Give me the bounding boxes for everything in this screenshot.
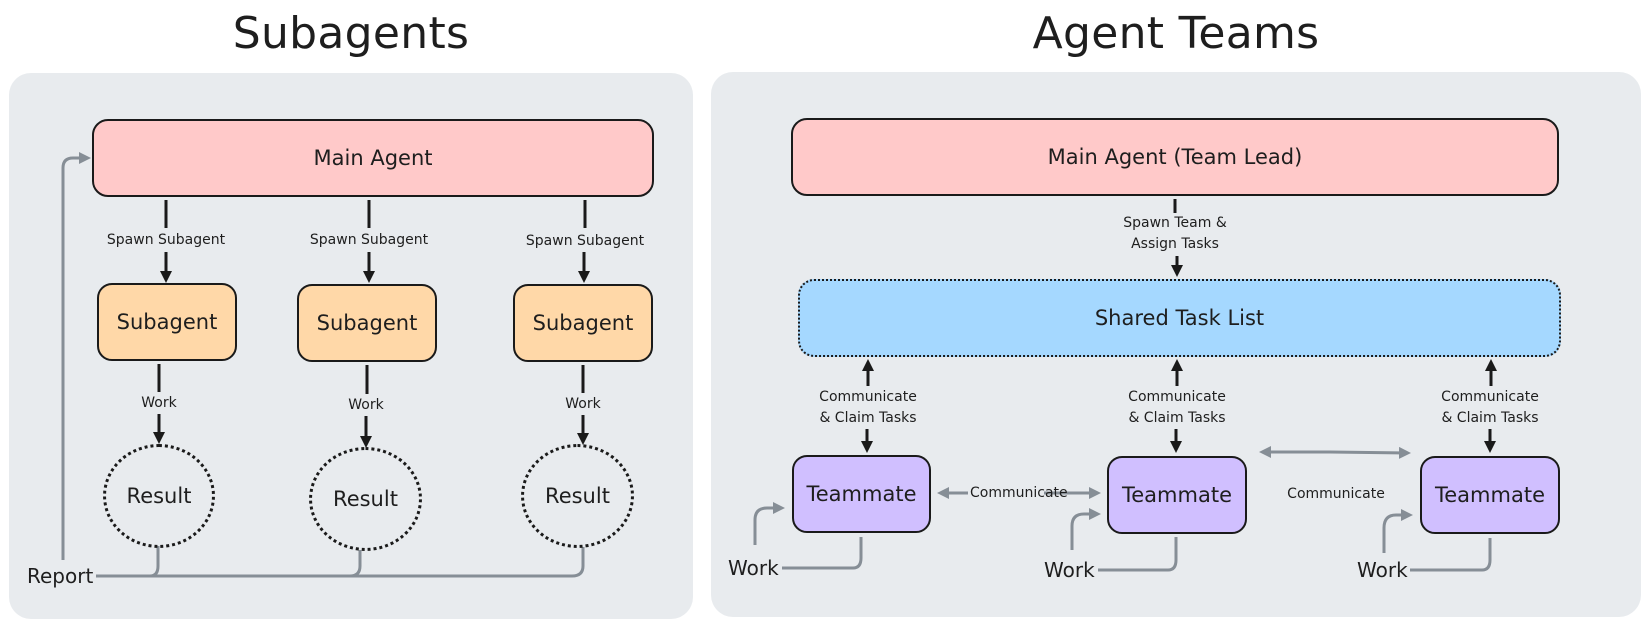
claim-label-3-line2: & Claim Tasks [1434,408,1546,429]
work-label-2: Work [341,395,391,416]
spawn-subagent-label-1: Spawn Subagent [104,230,228,251]
claim-label-1-line1: Communicate [812,387,924,408]
subagent-box-3[interactable]: Subagent [513,284,653,362]
spawn-team-label-line1: Spawn Team & [1113,213,1237,234]
spawn-subagent-label-3: Spawn Subagent [523,231,647,252]
spawn-subagent-label-2: Spawn Subagent [307,230,431,251]
spawn-team-label-line2: Assign Tasks [1113,234,1237,255]
teammate-box-1[interactable]: Teammate [792,455,931,533]
communicate-label-2: Communicate [1286,484,1386,505]
work-label-teammate-3: Work [1357,558,1408,582]
claim-label-2-line1: Communicate [1121,387,1233,408]
communicate-label-1: Communicate [970,483,1068,504]
work-label-teammate-1: Work [728,556,779,580]
work-label-1: Work [134,393,184,414]
work-label-teammate-2: Work [1044,558,1095,582]
subagents-title: Subagents [232,8,470,59]
claim-label-1-line2: & Claim Tasks [812,408,924,429]
teammate-box-3[interactable]: Teammate [1420,456,1560,534]
claim-label-2-line2: & Claim Tasks [1121,408,1233,429]
result-circle-3: Result [521,444,634,548]
subagent-box-2[interactable]: Subagent [297,284,437,362]
teammate-box-2[interactable]: Teammate [1107,456,1247,534]
agent-teams-title: Agent Teams [1032,8,1320,59]
claim-label-3-line1: Communicate [1434,387,1546,408]
work-label-3: Work [558,394,608,415]
team-lead-box[interactable]: Main Agent (Team Lead) [791,118,1559,196]
shared-task-list-box[interactable]: Shared Task List [798,279,1561,357]
subagent-box-1[interactable]: Subagent [97,283,237,361]
main-agent-box[interactable]: Main Agent [92,119,654,197]
report-label: Report [27,564,94,588]
result-circle-1: Result [103,444,215,548]
result-circle-2: Result [309,447,422,551]
